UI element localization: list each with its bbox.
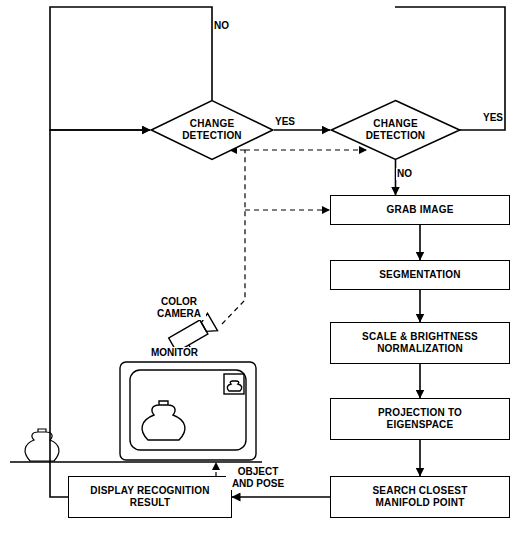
node-content: PROJECTION TO EIGENSPACE <box>365 407 475 431</box>
flow-arrow <box>419 290 421 322</box>
flow-arrow <box>419 364 421 398</box>
flow-arrow <box>419 225 421 260</box>
node-content: GRAB IMAGE <box>387 204 454 216</box>
node-content: DISPLAY RECOGNITION RESULT <box>90 485 210 509</box>
camera-dashed-line <box>222 150 245 324</box>
decision-diamond: CHANGE DETECTION <box>330 100 461 160</box>
process-box: DISPLAY RECOGNITION RESULT <box>68 476 232 518</box>
node-label: SCALE & BRIGHTNESS NORMALIZATION <box>355 331 485 355</box>
flow-arrow <box>50 130 150 497</box>
camera-label: COLOR CAMERA <box>152 296 206 320</box>
camera-dashed-arrow <box>245 149 366 150</box>
node-label: PROJECTION TO EIGENSPACE <box>365 407 475 431</box>
node-label: DISPLAY RECOGNITION RESULT <box>90 485 210 509</box>
flow-arrow <box>232 496 330 498</box>
node-content: SEGMENTATION <box>379 269 460 281</box>
diamond-outline <box>331 101 459 160</box>
monitor <box>120 362 256 460</box>
node-label: GRAB IMAGE <box>387 204 454 216</box>
monitor-label: MONITOR <box>150 347 199 359</box>
camera-dashed-arrow <box>245 209 329 210</box>
process-box: GRAB IMAGE <box>330 195 510 225</box>
flow-arrow <box>419 440 421 476</box>
flow-arrow <box>274 129 330 131</box>
node-label: CHANGE DETECTION <box>354 118 438 142</box>
edge-label: NO <box>213 20 230 32</box>
node-label: SEGMENTATION <box>379 269 460 281</box>
node-content: SEARCH CLOSEST MANIFOLD POINT <box>360 485 480 509</box>
node-label: CHANGE DETECTION <box>172 118 252 142</box>
branch-label: YES <box>482 112 504 124</box>
vase <box>25 429 59 461</box>
node-content: CHANGE DETECTION <box>172 118 252 142</box>
diamond-outline <box>151 101 273 160</box>
node-content: CHANGE DETECTION <box>354 118 438 142</box>
process-box: SCALE & BRIGHTNESS NORMALIZATION <box>330 322 510 364</box>
edge-label: NO <box>396 168 413 180</box>
output-label: OBJECT AND POSE <box>226 466 290 490</box>
process-box: SEARCH CLOSEST MANIFOLD POINT <box>330 476 510 518</box>
process-box: PROJECTION TO EIGENSPACE <box>330 398 510 440</box>
decision-diamond: CHANGE DETECTION <box>150 100 274 160</box>
edge-label: YES <box>274 116 296 128</box>
result-dashed-arrow <box>215 463 216 476</box>
process-box: SEGMENTATION <box>330 260 510 290</box>
node-label: SEARCH CLOSEST MANIFOLD POINT <box>360 485 480 509</box>
node-content: SCALE & BRIGHTNESS NORMALIZATION <box>355 331 485 355</box>
